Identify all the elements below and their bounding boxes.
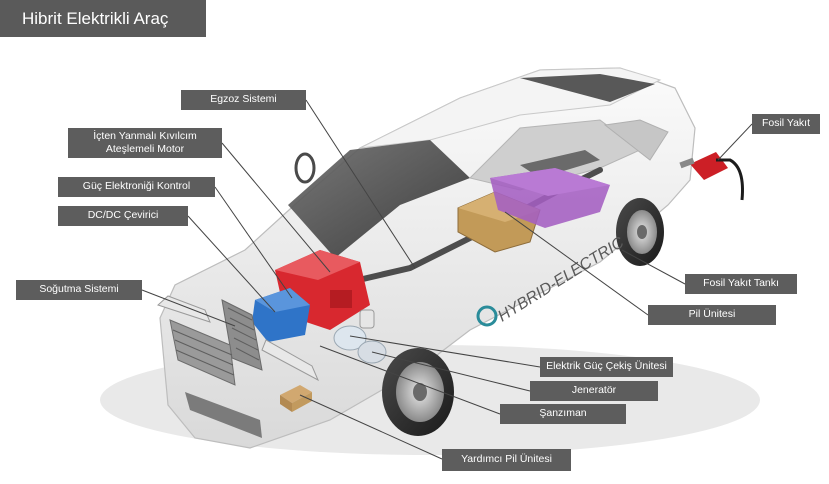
rear-wheel [616, 198, 664, 266]
label-traction-motor: Elektrik Güç Çekiş Ünitesi [540, 357, 673, 377]
label-battery-pack: Pil Ünitesi [648, 305, 776, 325]
label-fuel-tank: Fosil Yakıt Tankı [685, 274, 797, 294]
generator-shape [333, 309, 387, 364]
label-cooling-system: Soğutma Sistemi [16, 280, 142, 300]
label-generator: Jeneratör [530, 381, 658, 401]
label-power-electronics: Güç Elektroniği Kontrol [58, 177, 215, 197]
leader-lines [141, 99, 753, 460]
radiator-shape [221, 299, 263, 371]
windshield [288, 140, 470, 258]
label-dcdc-converter: DC/DC Çevirici [58, 206, 188, 226]
battery-pack-shape [490, 168, 610, 228]
label-engine: İçten Yanmalı Kıvılcım Ateşlemeli Motor [68, 128, 222, 158]
controller-shape [252, 288, 310, 342]
side-windows [469, 119, 669, 191]
headlights [157, 295, 320, 382]
label-aux-battery: Yardımcı Pil Ünitesi [442, 449, 571, 471]
steering-wheel [294, 152, 316, 184]
label-transmission: Şanzıman [500, 404, 626, 424]
page-title: Hibrit Elektrikli Araç [0, 0, 206, 37]
front-wheel [382, 348, 454, 436]
label-fossil-fuel: Fosil Yakıt [752, 114, 820, 134]
label-exhaust: Egzoz Sistemi [181, 90, 306, 110]
front-grille [169, 319, 262, 438]
aux-battery-shape [280, 385, 312, 412]
